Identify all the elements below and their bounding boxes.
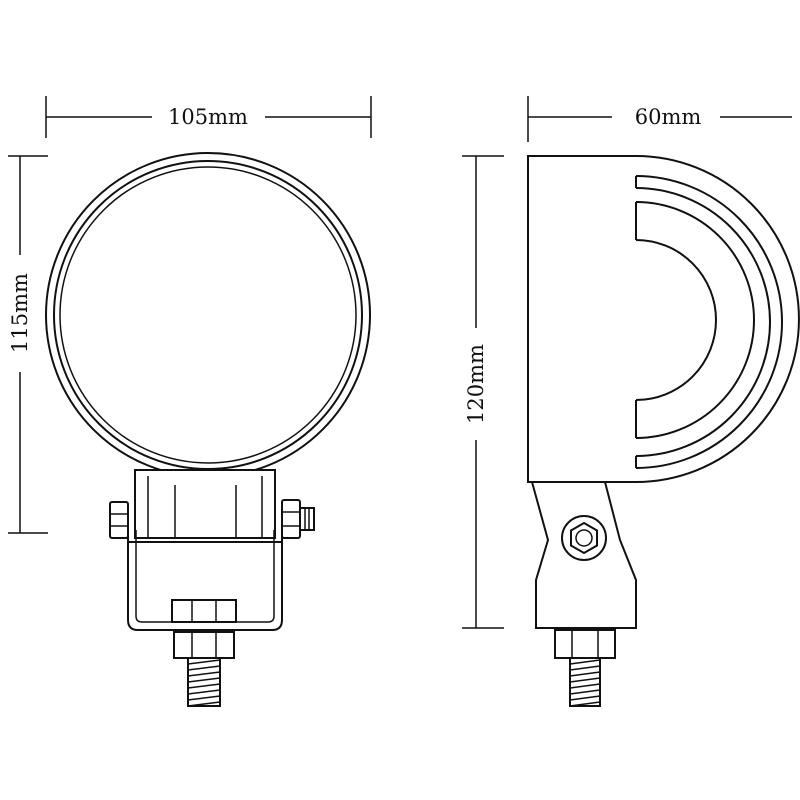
front-base-nut bbox=[171, 599, 237, 623]
front-stud-nut bbox=[173, 631, 235, 659]
front-lamp-outer-ring bbox=[45, 152, 371, 478]
front-right-nut bbox=[281, 499, 301, 539]
front-height-dimension: 115mm bbox=[8, 155, 48, 534]
front-width-dimension: 105mm bbox=[45, 96, 372, 138]
front-view: 105mm 115mm bbox=[8, 96, 372, 707]
side-fin-inner-outer bbox=[635, 201, 755, 439]
front-width-label: 105mm bbox=[168, 105, 248, 129]
front-left-bolt-head bbox=[109, 501, 129, 539]
front-u-bracket-outer bbox=[127, 520, 283, 631]
side-height-dimension: 120mm bbox=[462, 155, 504, 629]
side-stud-thread-lines bbox=[569, 659, 601, 707]
front-stud bbox=[173, 631, 235, 707]
side-width-label: 60mm bbox=[635, 105, 702, 129]
front-lamp-lens bbox=[59, 166, 357, 464]
side-stud-nut bbox=[554, 629, 616, 659]
side-housing bbox=[527, 155, 800, 483]
front-lamp-inner-ring bbox=[53, 160, 363, 470]
front-bracket bbox=[109, 469, 315, 631]
side-fin-outer-2 bbox=[635, 187, 771, 457]
side-bracket bbox=[530, 481, 637, 629]
side-fin-inner-inner bbox=[635, 239, 717, 401]
side-height-label: 120mm bbox=[464, 344, 488, 424]
side-fin-outer-1 bbox=[635, 175, 783, 469]
front-right-bolt-tip bbox=[299, 507, 315, 531]
side-width-dimension: 60mm bbox=[527, 96, 792, 142]
front-lamp-head bbox=[45, 152, 371, 478]
front-stud-thread-lines bbox=[187, 659, 221, 707]
side-pivot-bolt-end bbox=[575, 529, 593, 547]
side-view: 60mm 120mm bbox=[462, 96, 800, 707]
side-stud bbox=[554, 629, 616, 707]
side-housing-outline bbox=[527, 155, 800, 483]
front-height-label: 115mm bbox=[8, 273, 32, 353]
side-pivot-nut bbox=[570, 521, 598, 555]
front-bracket-neck bbox=[134, 469, 276, 539]
